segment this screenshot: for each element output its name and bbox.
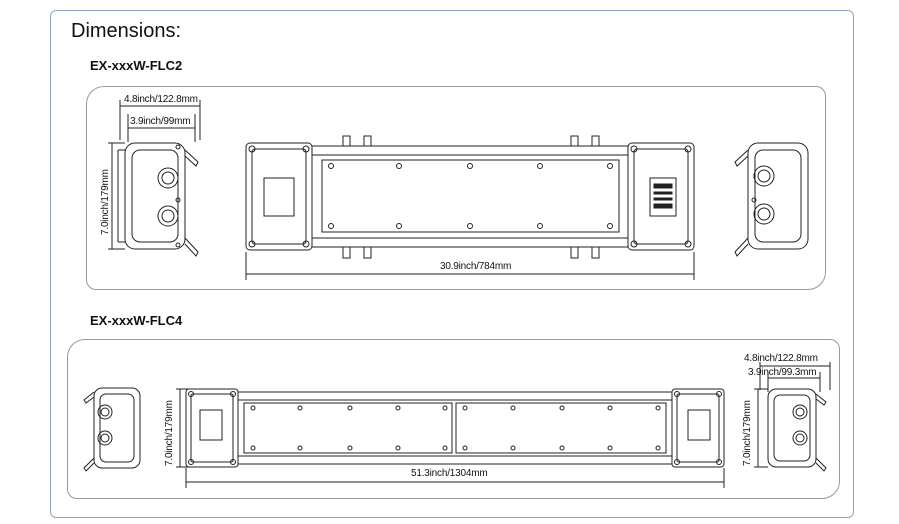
model-label-flc2: EX-xxxW-FLC2: [90, 58, 183, 73]
flc2-length-dimension: [245, 252, 695, 280]
flc2-width-dimensions: [108, 100, 201, 250]
flc4-length-label: 51.3inch/1304mm: [411, 468, 488, 479]
flc2-inner-width-label: 3.9inch/99mm: [130, 116, 191, 127]
model-label-flc4: EX-xxxW-FLC4: [90, 313, 183, 328]
flc4-width-dimensions: [754, 362, 831, 468]
flc2-front-view: [245, 135, 695, 259]
flc4-height-dimension: [176, 388, 188, 468]
page-title: Dimensions:: [71, 20, 182, 42]
flc4-height-label-right: 7.0inch/179mm: [742, 400, 753, 466]
flc4-right-side-view: [767, 388, 827, 472]
flc4-outer-width-label: 4.8inch/122.8mm: [744, 353, 818, 364]
panel-flc2: [86, 86, 826, 290]
flc4-height-label-left: 7.0inch/179mm: [164, 400, 175, 466]
flc2-height-label: 7.0inch/179mm: [100, 169, 111, 235]
flc4-front-view: [185, 388, 725, 468]
flc4-left-side-view: [83, 387, 141, 472]
flc4-length-dimension: [185, 468, 725, 488]
flc2-left-side-view: [117, 142, 199, 257]
outer-frame: [50, 10, 854, 518]
flc4-inner-width-label: 3.9inch/99.3mm: [748, 367, 817, 378]
flc2-right-side-view: [734, 142, 809, 257]
flc2-length-label: 30.9inch/784mm: [440, 261, 512, 272]
panel-flc4: [67, 339, 840, 499]
flc2-outer-width-label: 4.8inch/122.8mm: [124, 94, 198, 105]
